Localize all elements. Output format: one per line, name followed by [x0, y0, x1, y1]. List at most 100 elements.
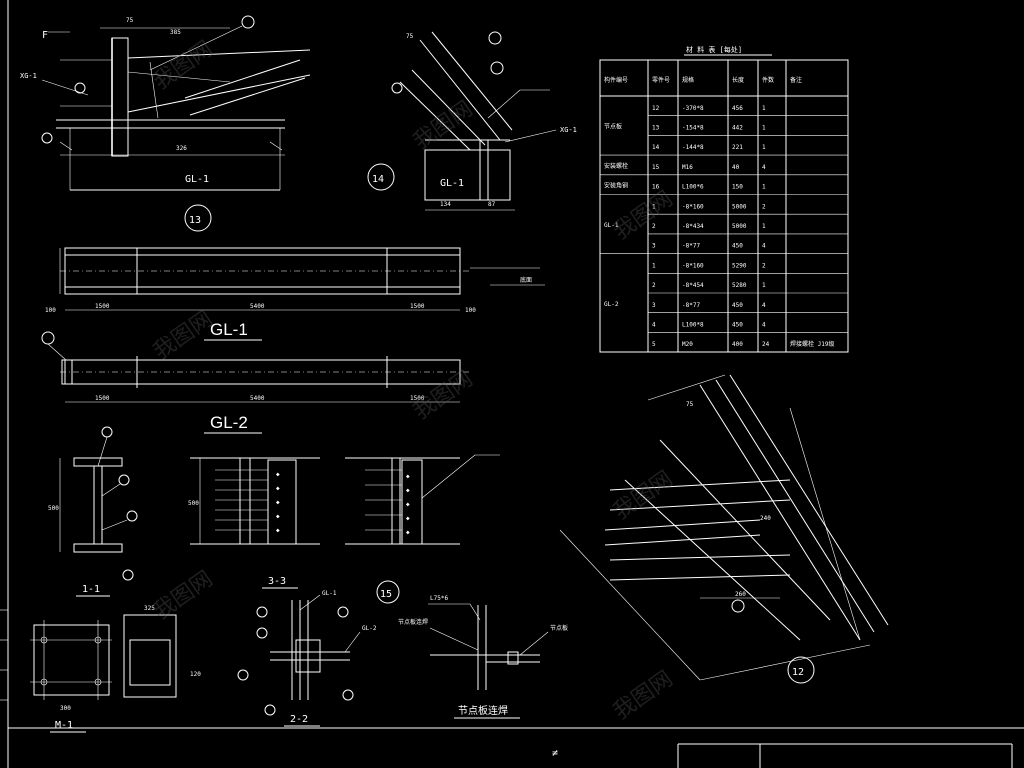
view-12-dim: 75: [686, 401, 694, 408]
view-13-brace-label: XG-1: [20, 72, 37, 80]
view-14-beam-label: GL-1: [440, 178, 464, 189]
m1-dim: 120: [190, 671, 201, 678]
view-14-dim: 134: [440, 201, 451, 208]
svg-text:我图网: 我图网: [409, 96, 477, 154]
svg-text:◆: ◆: [276, 471, 280, 478]
svg-text:我图网: 我图网: [149, 566, 217, 624]
table-cell: 1: [762, 105, 766, 112]
svg-text:◆: ◆: [406, 501, 410, 508]
svg-text:我图网: 我图网: [609, 466, 677, 524]
table-cell: -8*434: [682, 223, 704, 230]
table-cell: 442: [732, 124, 743, 131]
table-cell: 4: [762, 302, 766, 309]
table-cell: 400: [732, 341, 743, 348]
table-header-row: 构件编号零件号规格长度件数备注: [604, 76, 802, 84]
table-header-cell: 件数: [762, 76, 774, 84]
svg-text:◆: ◆: [406, 515, 410, 522]
table-cell: L100*8: [682, 321, 704, 328]
m1-dim: 300: [60, 705, 71, 712]
section-1-1-title: 1-1: [82, 584, 100, 595]
title-block-symbol: ≠: [552, 748, 558, 759]
svg-text:我图网: 我图网: [609, 666, 677, 724]
table-cell: 1: [762, 124, 766, 131]
gl2-dim: 5400: [250, 395, 265, 402]
svg-text:◆: ◆: [276, 513, 280, 520]
view-13-dim: 75: [126, 17, 134, 24]
view-13: F GL-1 XG-1 75 385 326 13: [20, 15, 311, 232]
gl1-ground-label: 底面: [520, 276, 532, 284]
svg-text:◆: ◆: [406, 487, 410, 494]
svg-text:我图网: 我图网: [149, 306, 217, 364]
gl2-dim: 1500: [95, 395, 110, 402]
weld-label: L75*6: [430, 595, 448, 602]
table-cell: -144*8: [682, 144, 704, 151]
gl1-dim: 1500: [95, 303, 110, 310]
table-cell: 150: [732, 184, 743, 191]
table-cell: 1: [652, 262, 656, 269]
table-cell: 15: [652, 164, 660, 171]
view-12-number: 12: [792, 667, 804, 678]
table-group-name: 节点板: [604, 123, 622, 131]
table-cell: 14: [652, 144, 660, 151]
m1-dim: 325: [144, 605, 155, 612]
table-cell: -370*8: [682, 105, 704, 112]
table-cell: 2: [652, 223, 656, 230]
table-cell: 1: [762, 144, 766, 151]
table-header-cell: 长度: [732, 76, 744, 84]
table-cell: -154*8: [682, 124, 704, 131]
table-group-name: GL-2: [604, 301, 619, 308]
gl1-title: GL-1: [210, 320, 248, 339]
gl2-title: GL-2: [210, 413, 248, 432]
table-cell: 450: [732, 243, 743, 250]
table-cell: 5280: [732, 282, 747, 289]
table-cell: 3: [652, 302, 656, 309]
table-header-cell: 规格: [682, 76, 694, 84]
m1-plate: 300 120 325 M-1: [30, 605, 201, 733]
table-cell: 12: [652, 105, 660, 112]
table-cell: -8*77: [682, 243, 700, 250]
table-cell: 40: [732, 164, 740, 171]
view-15-number: 15: [380, 589, 392, 600]
m1-title: M-1: [55, 720, 73, 731]
table-cell: 1: [762, 223, 766, 230]
table-cell: 450: [732, 302, 743, 309]
table-header-cell: 构件编号: [604, 76, 628, 84]
table-cell: 1: [762, 282, 766, 289]
table-cell: M16: [682, 164, 693, 171]
weld-label: 节点板连焊: [398, 618, 428, 626]
svg-text:500: 500: [48, 505, 59, 512]
view-13-beam-label: GL-1: [185, 174, 209, 185]
table-cell: M20: [682, 341, 693, 348]
table-cell: -8*160: [682, 262, 704, 269]
table-cell: 4: [762, 164, 766, 171]
table-group-name: 安装角钢: [604, 182, 628, 190]
svg-text:500: 500: [188, 500, 199, 507]
table-cell: -8*160: [682, 203, 704, 210]
table-cell: 2: [652, 282, 656, 289]
gl2-elevation: 1500 5400 1500 GL-2: [41, 331, 470, 434]
section-2-2: GL-1 GL-2 2-2: [237, 590, 377, 727]
view-14-dim: 87: [488, 201, 496, 208]
table-cell: 1: [652, 203, 656, 210]
table-cell: 1: [762, 184, 766, 191]
table-cell: 456: [732, 105, 743, 112]
section-2-2-label: GL-1: [322, 590, 337, 597]
gl1-dim: 1500: [410, 303, 425, 310]
table-cell: 2: [762, 262, 766, 269]
table-header-cell: 零件号: [652, 76, 670, 84]
svg-text:◆: ◆: [276, 527, 280, 534]
table-cell: 5: [652, 341, 656, 348]
table-title: 材 料 表 [每处]: [686, 45, 742, 54]
table-cell: 5290: [732, 262, 747, 269]
gl1-elevation: 底面 1500 5400 1500 100 100 GL-1: [45, 247, 545, 341]
table-cell: 13: [652, 124, 660, 131]
view-13-number: 13: [189, 215, 201, 226]
view-14-brace-label: XG-1: [560, 126, 577, 134]
table-cell: 5000: [732, 223, 747, 230]
view-12-dim: 260: [735, 591, 746, 598]
table-cell: 4: [762, 243, 766, 250]
